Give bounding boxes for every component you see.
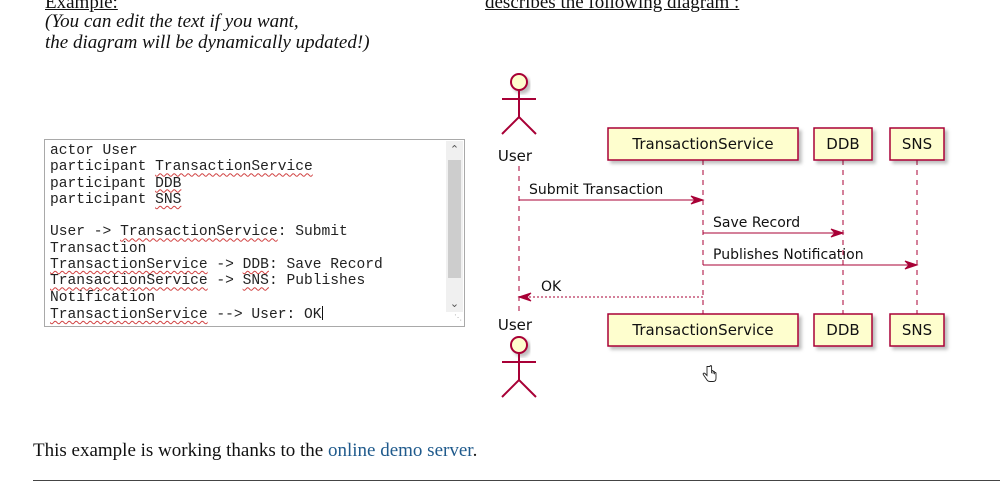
participant-box [813,313,873,347]
source-line [50,208,442,224]
source-token: participant [50,159,156,176]
source-line: TransactionService -> DDB: Save Record [50,257,442,273]
participant-label-top: TransactionService [631,135,773,153]
editor-scrollbar[interactable]: ⌃ ⌄ [446,141,463,312]
participant-box [889,127,945,161]
chevron-up-icon[interactable]: ⌃ [449,143,460,156]
diagram-heading: describes the following diagram : [485,0,740,13]
misspelled-word: TransactionService [50,273,208,290]
source-token: participant [50,191,156,208]
source-line: participant SNS [50,192,442,208]
misspelled-word: SNS [155,191,182,208]
misspelled-word: DDB [242,257,269,274]
edit-note-line-1: (You can edit the text if you want, [45,11,299,32]
source-token: -> [207,273,243,290]
chevron-down-icon[interactable]: ⌄ [449,297,460,310]
message-label: OK [541,279,562,295]
message-label: Publishes Notification [713,247,864,263]
misspelled-word: TransactionService [50,306,208,323]
misspelled-word: TransactionService [120,224,278,241]
source-token: : Publishes Notification [50,273,375,306]
source-token: --> User: OK [207,306,322,323]
actor-head-icon [510,336,528,354]
edit-note-line-2: the diagram will be dynamically updated!… [45,32,370,53]
example-heading: Example: [45,0,118,13]
source-line: participant TransactionService [50,159,442,175]
source-token: -> [207,257,243,274]
source-token: actor User [50,143,138,159]
source-token: : Save Record [268,257,383,274]
participant-label-top: DDB [826,135,859,153]
participant-box [607,313,799,347]
source-token: : Submit Transaction [50,224,357,257]
message-label: Save Record [713,215,800,231]
source-token: User -> [50,224,121,241]
misspelled-word: TransactionService [155,159,313,176]
actor-label-bottom: User [498,316,533,334]
edit-note: (You can edit the text if you want, the … [45,11,370,53]
source-line: actor User [50,143,442,159]
source-line: TransactionService -> SNS: Publishes Not… [50,273,442,306]
actor-label-top: User [498,147,533,165]
source-token: participant [50,175,156,192]
participant-label-bottom: DDB [826,321,859,339]
arrowhead-icon [690,195,705,205]
footer-suffix: . [472,440,478,461]
message-label: Submit Transaction [529,182,663,198]
participant-box [813,127,873,161]
actor-legs-icon [501,115,537,135]
actor-head-icon [510,73,528,91]
source-line: User -> TransactionService: Submit Trans… [50,224,442,257]
hand-cursor-icon [702,365,717,382]
participant-label-bottom: SNS [902,321,932,339]
participant-label-bottom: TransactionService [631,321,773,339]
arrowhead-icon [517,292,532,302]
footer-text: This example is working thanks to the on… [33,440,477,462]
resize-grip-icon[interactable]: ⋱ [454,313,462,322]
source-line: TransactionService --> User: OK [50,305,442,323]
misspelled-word: SNS [242,273,269,290]
footer-prefix: This example is working thanks to the [33,440,328,461]
actor-legs-icon [501,378,537,398]
text-caret [321,305,323,320]
arrowhead-icon [830,228,845,238]
online-demo-server-link[interactable]: online demo server [327,440,473,461]
participant-box [889,313,945,347]
arrowhead-icon [904,260,919,270]
participant-label-top: SNS [902,135,932,153]
scroll-thumb[interactable] [448,160,461,278]
misspelled-word: TransactionService [50,257,208,274]
horizontal-rule [33,480,1000,481]
misspelled-word: DDB [155,175,182,192]
source-line: participant DDB [50,176,442,192]
participant-box [607,127,799,161]
